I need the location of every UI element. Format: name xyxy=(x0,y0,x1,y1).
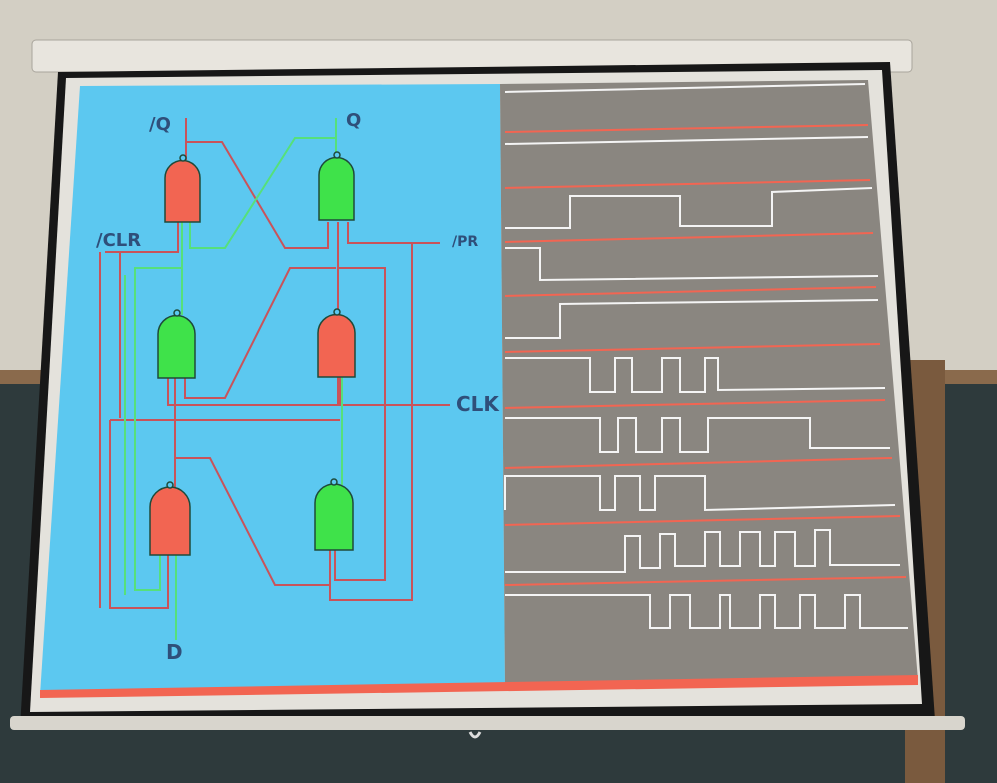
timing-waveforms xyxy=(504,83,908,629)
label-q: Q xyxy=(346,110,362,131)
nand-gate-bottom-right xyxy=(314,478,354,551)
label-clk: CLK xyxy=(456,392,499,416)
label-d: D xyxy=(166,640,183,664)
label-q-bar: /Q xyxy=(149,114,171,135)
scope-panel xyxy=(500,80,918,688)
label-clr-bar: /CLR xyxy=(96,230,142,251)
nand-gate-bottom-left xyxy=(149,481,191,556)
nand-gate-top-right xyxy=(318,151,355,221)
label-pr-bar: /PR xyxy=(452,234,479,250)
bottom-red-bar xyxy=(40,675,918,698)
nand-gate-top-left xyxy=(164,154,201,223)
pull-handle xyxy=(468,731,482,739)
gates xyxy=(149,151,356,556)
nand-gate-mid-left xyxy=(157,309,196,379)
nand-gate-mid-right xyxy=(317,308,356,378)
screen-bottom-bar xyxy=(10,716,965,730)
circuit-wires xyxy=(99,118,450,640)
